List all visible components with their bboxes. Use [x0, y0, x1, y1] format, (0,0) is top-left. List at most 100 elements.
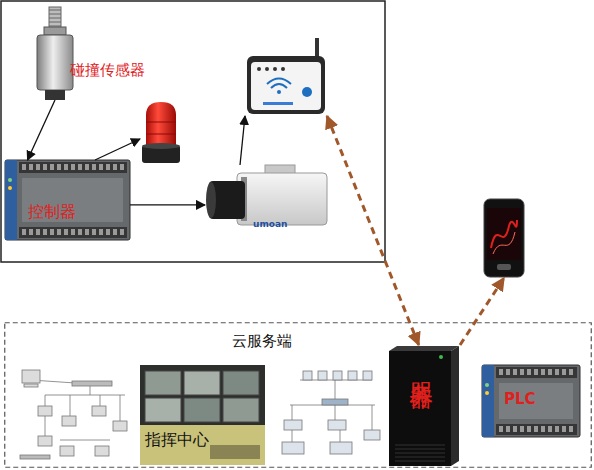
illustration-part [24, 384, 38, 387]
alarm-light-art [140, 100, 182, 165]
network-link [460, 278, 504, 345]
illustration-part [5, 160, 130, 240]
illustration-part [95, 446, 109, 456]
cloud-server-band: 云服务端指挥中心服务器PLC [4, 322, 592, 468]
illustration-part [92, 164, 96, 170]
illustration-part [499, 426, 503, 432]
illustration-part [487, 208, 521, 260]
illustration-part [303, 371, 312, 380]
illustration-part [29, 229, 33, 235]
illustration-part [271, 84, 287, 88]
collision-sensor-art [35, 5, 75, 100]
illustration-part [541, 369, 545, 375]
illustration-part [395, 449, 445, 450]
illustration-part [62, 416, 76, 426]
illustration-part [120, 395, 121, 425]
illustration-part [496, 367, 577, 378]
illustration-part [99, 164, 103, 170]
illustration-part [140, 425, 265, 465]
camera-device: umoan [205, 165, 330, 235]
illustration-part [64, 229, 68, 235]
illustration-part [569, 426, 573, 432]
illustration-part [85, 164, 89, 170]
illustration-part [120, 164, 124, 170]
illustration-part [482, 365, 580, 437]
illustration-part [263, 102, 293, 105]
illustration-part [247, 56, 325, 114]
illustration-part [267, 79, 291, 85]
illustration-part [22, 229, 26, 235]
illustration-part [548, 369, 552, 375]
illustration-part [184, 371, 220, 395]
controller-box: 控制器 [5, 160, 130, 240]
illustration-part [364, 430, 380, 440]
illustration-part [284, 420, 302, 430]
illustration-part [146, 122, 176, 123]
illustration-part [38, 406, 52, 416]
illustration-part [113, 164, 117, 170]
illustration-part [513, 426, 517, 432]
illustration-part [395, 445, 445, 446]
illustration-part [292, 430, 293, 442]
illustration-part [29, 164, 33, 170]
illustration-part [302, 87, 312, 97]
illustration-part [251, 62, 321, 110]
illustration-part [363, 371, 372, 380]
illustration-part [49, 10, 61, 11]
illustration-part [372, 405, 373, 430]
illustration-part [50, 164, 54, 170]
illustration-part [145, 398, 181, 422]
illustration-part [485, 383, 489, 387]
illustration-part [37, 35, 73, 90]
illustration-part [106, 229, 110, 235]
illustration-part [8, 186, 12, 190]
illustration-part [57, 229, 61, 235]
illustration-part [541, 426, 545, 432]
illustration-part [389, 351, 451, 466]
illustration-part [282, 442, 304, 454]
illustration-part [395, 453, 445, 454]
illustration-part [60, 446, 74, 456]
illustration-part [85, 229, 89, 235]
illustration-part [72, 381, 112, 386]
network-link [327, 116, 419, 345]
illustration-part [49, 7, 61, 29]
signal-arrow [95, 139, 140, 160]
illustration-part [49, 26, 61, 27]
illustration-part [50, 229, 54, 235]
illustration-part [265, 67, 269, 71]
illustration-part [520, 369, 524, 375]
illustration-part [223, 371, 259, 395]
illustration-part [493, 232, 515, 254]
illustration-part [496, 424, 577, 435]
illustration-part [146, 134, 176, 135]
illustration-part [140, 365, 265, 465]
illustration-part [184, 398, 220, 422]
illustration-part [113, 421, 127, 431]
illustration-part [78, 229, 82, 235]
illustration-part [257, 67, 261, 71]
illustration-part [43, 164, 47, 170]
illustration-part [328, 420, 346, 430]
network-sketch-right [282, 371, 380, 454]
illustration-part [340, 430, 341, 442]
illustration-part [49, 18, 61, 19]
illustration-part [499, 369, 503, 375]
illustration-part [113, 229, 117, 235]
illustration-part [484, 199, 524, 277]
illustration-part [439, 355, 443, 359]
signal-arrow [240, 116, 245, 165]
illustration-part [8, 178, 12, 182]
illustration-part [36, 164, 40, 170]
illustration-part [223, 398, 259, 422]
illustration-part [146, 102, 176, 145]
mobile-phone [483, 198, 525, 278]
alarm-light [140, 100, 182, 165]
illustration-part [497, 264, 511, 270]
illustration-part [277, 90, 281, 94]
illustration-part [92, 406, 106, 416]
command-center-art [140, 365, 265, 465]
illustration-part [71, 229, 75, 235]
illustration-part [451, 346, 459, 466]
